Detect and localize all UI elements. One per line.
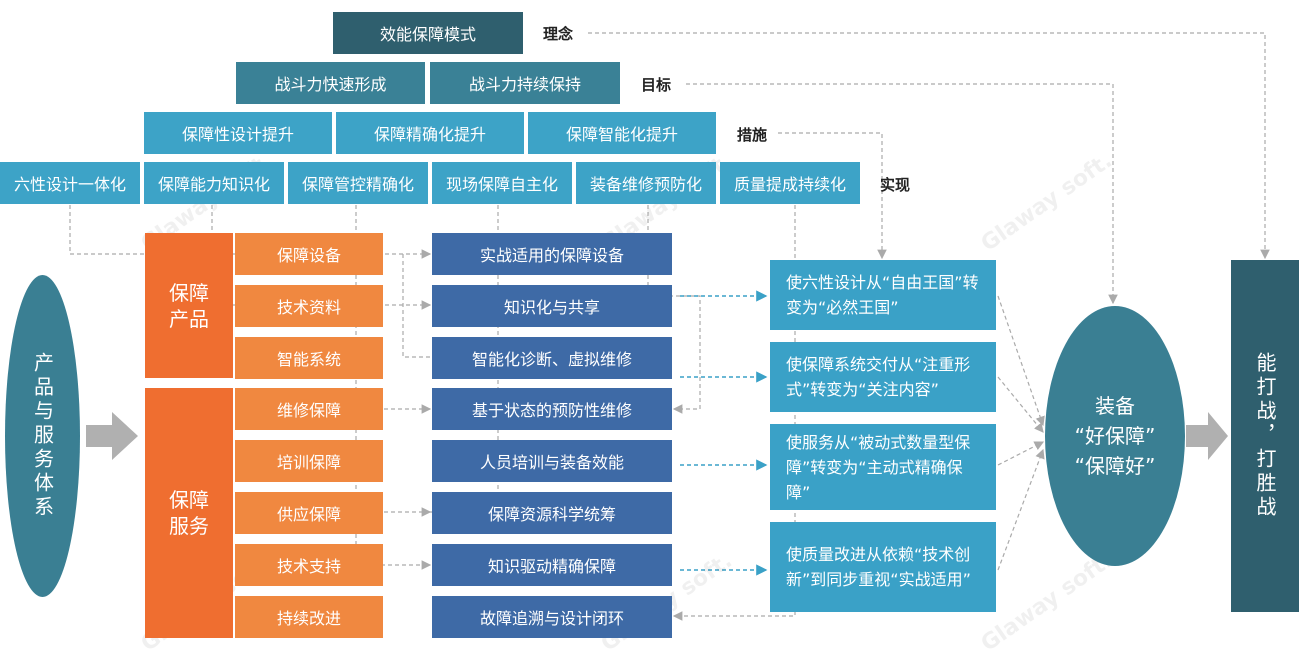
transform-4: 使质量改进从依赖“技术创新”到同步重视“实战适用” xyxy=(770,522,996,612)
mode-box: 效能保障模式 xyxy=(333,12,523,54)
service-item-2: 培训保障 xyxy=(235,440,383,482)
product-group-text: 保障产品 xyxy=(169,280,209,331)
realize-box-2: 保障能力知识化 xyxy=(144,162,284,204)
service-item-4: 技术支持 xyxy=(235,544,383,586)
realize-box-6: 质量提成持续化 xyxy=(720,162,860,204)
product-item-3: 智能系统 xyxy=(235,337,383,379)
realize-box-1: 六性设计一体化 xyxy=(0,162,140,204)
concept-label: 理念 xyxy=(543,25,574,43)
measure-box-2: 保障精确化提升 xyxy=(336,112,524,154)
final-text: 能打战，打胜战 xyxy=(1253,352,1277,520)
target-connector xyxy=(686,83,1118,305)
realize-box-4: 现场保障自主化 xyxy=(432,162,572,204)
service-group-text: 保障服务 xyxy=(169,488,209,538)
measure-box-1: 保障性设计提升 xyxy=(144,112,332,154)
transform-2: 使保障系统交付从“注重形式”转变为“关注内容” xyxy=(770,342,996,412)
product-item-1: 保障设备 xyxy=(235,233,383,275)
system-text: 产品与服务体系 xyxy=(30,352,55,520)
service-item-5: 持续改进 xyxy=(235,596,383,638)
service-item-3: 供应保障 xyxy=(235,492,383,534)
outcome-2: 知识化与共享 xyxy=(432,285,672,327)
measure-label: 措施 xyxy=(737,126,768,144)
final-box: 能打战，打胜战 xyxy=(1231,260,1299,612)
goal-oval: 装备 “好保障” “保障好” xyxy=(1045,306,1185,566)
system-oval: 产品与服务体系 xyxy=(5,275,80,597)
realize-label: 实现 xyxy=(880,176,911,194)
outcome-8: 故障追溯与设计闭环 xyxy=(432,596,672,638)
target-label: 目标 xyxy=(641,76,672,94)
outcome-3: 智能化诊断、虚拟维修 xyxy=(432,337,672,379)
outcome-5: 人员培训与装备效能 xyxy=(432,440,672,482)
outcome-4: 基于状态的预防性维修 xyxy=(432,388,672,430)
oval-line-1: 装备 xyxy=(1095,394,1135,418)
transform-1: 使六性设计从“自由王国”转变为“必然王国” xyxy=(770,260,996,330)
realize-box-5: 装备维修预防化 xyxy=(576,162,716,204)
realize-connector-6 xyxy=(647,205,701,414)
outcome-6: 保障资源科学统筹 xyxy=(432,492,672,534)
product-item-2: 技术资料 xyxy=(235,285,383,327)
outcome-7: 知识驱动精确保障 xyxy=(432,544,672,586)
outcome-1: 实战适用的保障设备 xyxy=(432,233,672,275)
goal-box-1: 战斗力快速形成 xyxy=(236,62,425,104)
left-big-arrow xyxy=(86,412,138,460)
oval-line-3: “保障好” xyxy=(1074,454,1156,478)
service-item-1: 维修保障 xyxy=(235,388,383,430)
realize-connector-4 xyxy=(402,254,430,358)
service-group: 保障服务 xyxy=(145,388,233,638)
oval-line-2: “好保障” xyxy=(1074,424,1156,448)
right-big-arrow xyxy=(1186,412,1228,460)
measure-box-3: 保障智能化提升 xyxy=(528,112,716,154)
product-group: 保障产品 xyxy=(145,233,233,378)
transform-3: 使服务从“被动式数量型保障”转变为“主动式精确保障” xyxy=(770,424,996,510)
realize-box-3: 保障管控精确化 xyxy=(288,162,428,204)
concept-connector xyxy=(588,32,1270,260)
goal-box-2: 战斗力持续保持 xyxy=(430,62,620,104)
